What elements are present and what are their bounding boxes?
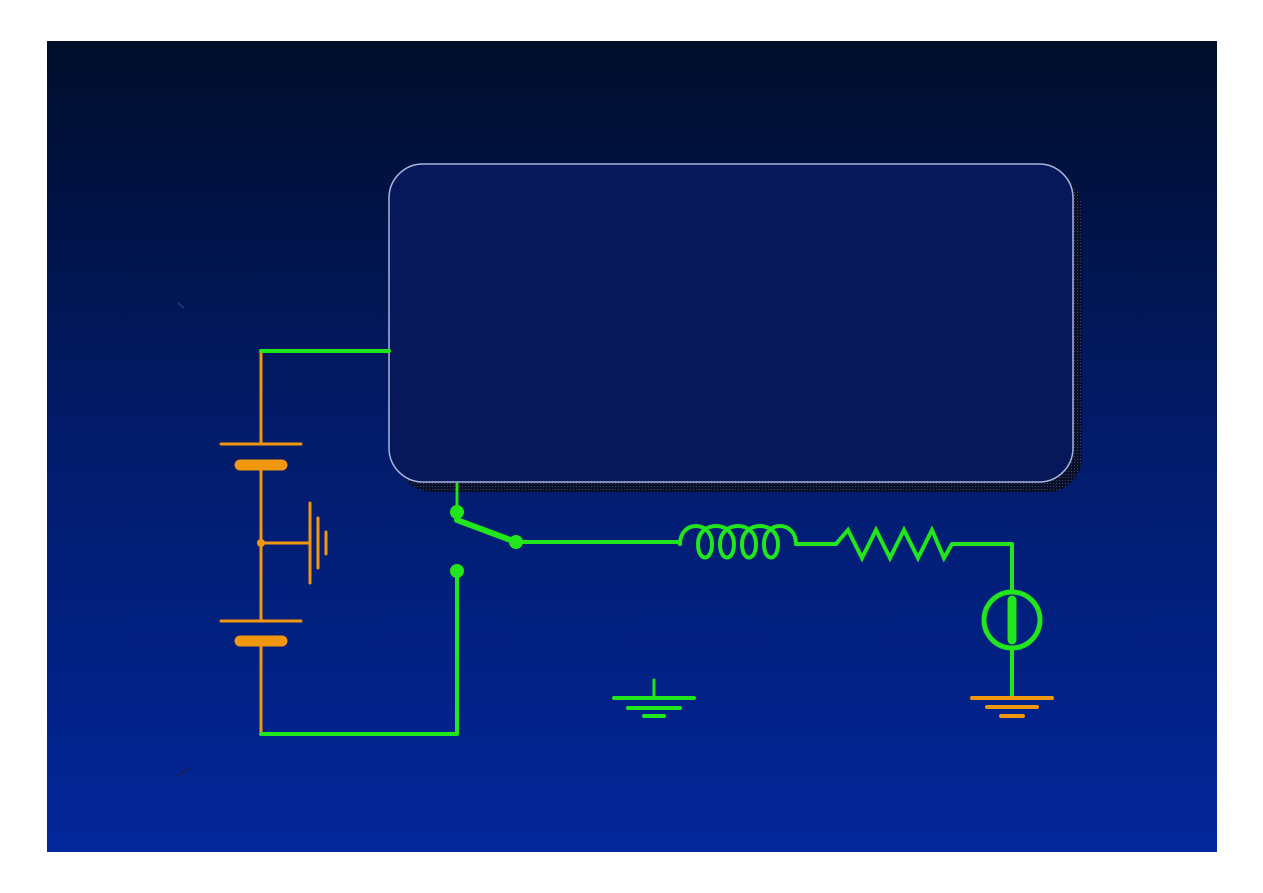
resistor-icon	[834, 525, 954, 563]
wire-resistor-to-meter	[950, 542, 1014, 594]
text-panel	[388, 163, 1074, 483]
ground-icon-middle	[612, 678, 696, 718]
stray-mark	[177, 767, 191, 776]
ammeter-icon	[981, 589, 1043, 651]
stray-mark	[177, 302, 185, 309]
wire-battery-bottom	[259, 569, 459, 736]
wire-set	[259, 349, 1014, 736]
chassis-ground-icon	[259, 501, 328, 585]
spdt-switch-icon	[450, 505, 523, 578]
inductor-icon	[678, 524, 798, 560]
ground-icon-right	[970, 696, 1054, 718]
